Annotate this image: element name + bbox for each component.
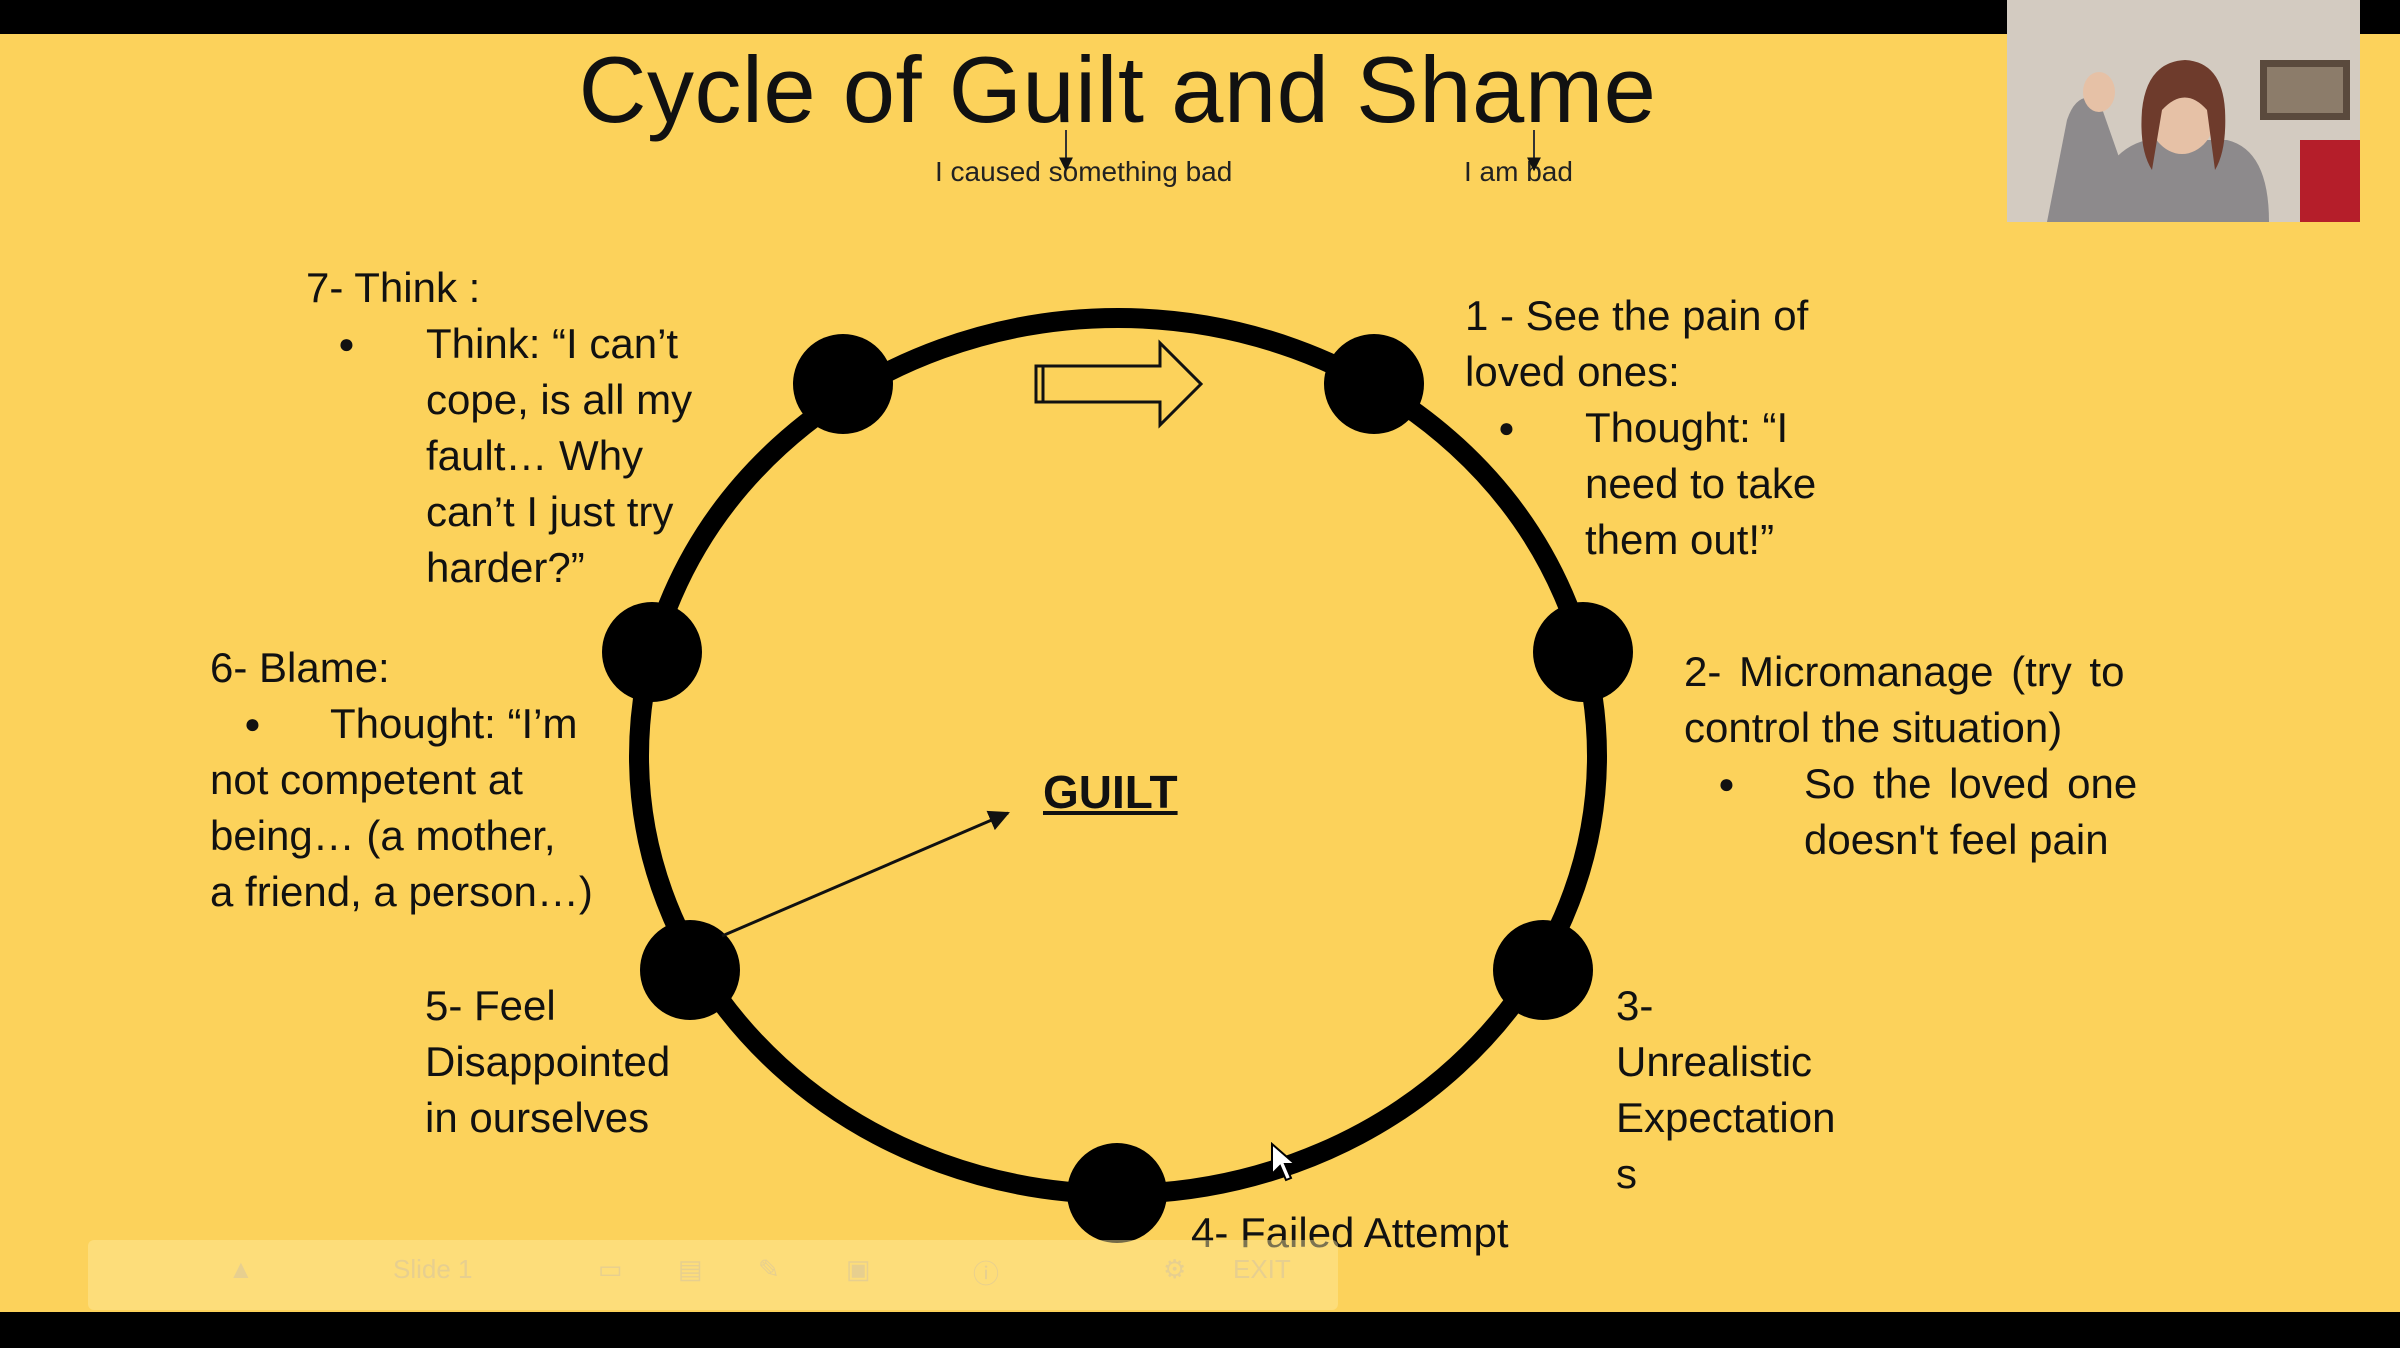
cycle-node-7 xyxy=(793,334,893,434)
presenter-video[interactable] xyxy=(2007,0,2360,222)
step-2-heading-line-1: 2- Micromanage (try to xyxy=(1684,648,2125,695)
step-7-line-2: cope, is all my xyxy=(426,376,693,423)
step-7-line-3: fault… Why xyxy=(426,432,644,479)
step-6-line-2: not competent at xyxy=(210,756,523,803)
step-2-line-2: doesn't feel pain xyxy=(1804,816,2109,863)
pointer-icon[interactable]: ▲ xyxy=(228,1254,254,1284)
step-6-line-4: a friend, a person…) xyxy=(210,868,593,915)
step-1-line-3: them out!” xyxy=(1585,516,1775,563)
step-1-heading-line-2: loved ones: xyxy=(1465,348,1680,395)
slide-canvas xyxy=(0,34,2400,1312)
step-1-heading-line-1: 1 - See the pain of xyxy=(1465,292,1809,339)
direction-arrow-icon xyxy=(1034,339,1204,429)
step-5-line-1: 5- Feel xyxy=(425,982,556,1029)
captions-icon[interactable]: ▣ xyxy=(846,1254,871,1284)
step-3-line-1: 3- xyxy=(1616,982,1654,1029)
mouse-cursor-icon xyxy=(1271,1142,1298,1182)
step-7-line-1: Think: “I can’t xyxy=(426,320,679,367)
step-4-text: 4- Failed Attempt xyxy=(1191,1209,1509,1256)
presentation-toolbar: ▲ Slide 1 ▭ ▤ ✎ ▣ ⓘ ⚙ EXIT xyxy=(88,1240,1338,1310)
step-2-line-1: So the loved one xyxy=(1804,760,2138,807)
step-7-line-5: harder?” xyxy=(426,544,585,591)
step-1-block: 1 - See the pain of loved ones: ● Though… xyxy=(1465,288,1816,568)
bullet-icon: ● xyxy=(1498,412,1515,443)
info-icon[interactable]: ⓘ xyxy=(973,1259,1000,1289)
step-7-heading: 7- Think : xyxy=(306,264,481,311)
presenter-avatar xyxy=(2007,0,2360,222)
cycle-node-6 xyxy=(602,602,702,702)
notes-icon[interactable]: ▤ xyxy=(678,1254,703,1284)
step-6-line-1: Thought: “I’m xyxy=(330,700,578,747)
bottom-bar xyxy=(0,1312,2400,1348)
step-5-line-3: in ourselves xyxy=(425,1094,650,1141)
cycle-node-1 xyxy=(1324,334,1424,434)
step-6-block: 6- Blame: ● Thought: “I’m not competent … xyxy=(210,640,593,920)
cycle-node-3 xyxy=(1493,920,1593,1020)
cycle-node-4 xyxy=(1067,1143,1167,1243)
bullet-icon: ● xyxy=(1718,768,1735,799)
cycle-node-5 xyxy=(640,920,740,1020)
step-3-line-4: s xyxy=(1616,1150,1637,1197)
cycle-node-2 xyxy=(1533,602,1633,702)
slide-indicator[interactable]: Slide 1 xyxy=(393,1254,473,1284)
settings-icon[interactable]: ⚙ xyxy=(1163,1254,1187,1284)
bullet-icon: ● xyxy=(244,708,261,739)
step-7-line-4: can’t I just try xyxy=(426,488,674,535)
subtitle-guilt: I caused something bad xyxy=(935,156,1233,187)
center-label-guilt: GUILT xyxy=(1043,766,1178,818)
step-1-line-1: Thought: “I xyxy=(1585,404,1789,451)
step-2-heading-line-2: control the situation) xyxy=(1684,704,2063,751)
pen-icon[interactable]: ✎ xyxy=(758,1254,780,1284)
step-6-line-3: being… (a mother, xyxy=(210,812,556,859)
step-1-line-2: need to take xyxy=(1585,460,1817,507)
bullet-icon: ● xyxy=(338,328,355,359)
step-5-block: 5- Feel Disappointed in ourselves xyxy=(425,978,670,1146)
exit-button[interactable]: EXIT xyxy=(1233,1254,1291,1284)
chat-icon[interactable]: ▭ xyxy=(598,1254,623,1284)
cycle-ring xyxy=(629,308,1607,1204)
step-6-heading: 6- Blame: xyxy=(210,644,390,691)
guilt-pointer-arrow xyxy=(721,810,1010,938)
step-2-block: 2- Micromanage (try to control the situa… xyxy=(1684,644,2137,868)
slide-title: Cycle of Guilt and Shame xyxy=(578,37,1657,142)
step-3-line-2: Unrealistic xyxy=(1616,1038,1813,1085)
subtitle-shame: I am bad xyxy=(1464,156,1573,187)
step-7-bullet: ● Think: “I can’t cope, is all my fault…… xyxy=(338,316,738,596)
step-3-block: 3- Unrealistic Expectation s xyxy=(1616,978,1835,1202)
step-3-line-3: Expectation xyxy=(1616,1094,1836,1141)
step-5-line-2: Disappointed xyxy=(425,1038,671,1085)
